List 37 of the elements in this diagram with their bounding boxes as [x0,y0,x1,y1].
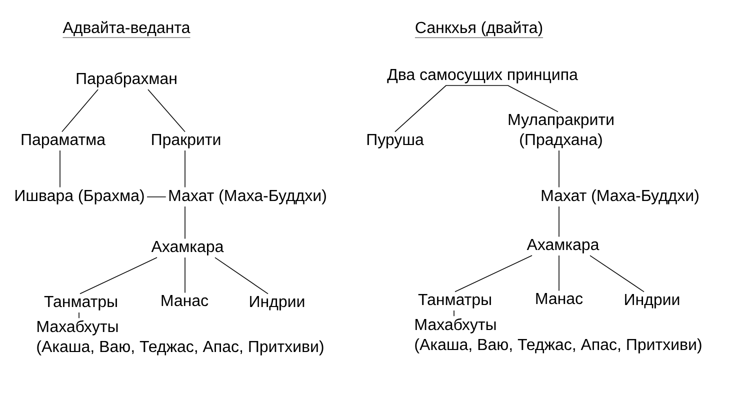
connector-line [394,85,478,132]
concept-text: Индрии [250,296,304,310]
connector-line [558,206,560,238]
concept-text: Парабрахман [76,72,176,88]
connector-line [214,257,268,294]
concept-text: Танматры [418,294,491,308]
connector-line [590,255,644,292]
connector-line [454,255,532,292]
connector-line [558,255,560,292]
concept-text: Манас [162,295,208,306]
concept-text: Махабхуты (Акаша, Ваю, Теджас, Апас, Притхиви) [37,320,324,356]
connector-line [184,150,186,188]
concept-text: Индрии [625,294,680,308]
connector-line [558,150,560,188]
heading: Адвайта-веданта [62,21,190,38]
connector-line [184,257,186,294]
connector-line [148,89,186,132]
connector-line [62,89,98,132]
concept-text: Танматры [44,296,117,310]
concept-text: Ишвара (Брахма) [16,189,144,204]
concept-text: Манас [536,293,583,304]
concept-text: Параматма [22,134,106,148]
concept-text: Пракрити [152,134,220,148]
connector-line [184,206,186,240]
connector-line [78,312,80,318]
connector-line [146,196,166,198]
concept-text: Пуруша [367,134,424,148]
concept-text: Махат (Маха-Буддхи) [169,189,326,204]
concept-text: Махабхуты (Акаша, Ваю, Теджас, Апас, Притхиви) [415,318,702,354]
concept-text: Ахамкара [151,241,224,256]
connector-line [80,257,158,294]
heading: Санкхья (двайта) [414,21,544,38]
concept-text: Два самосущих принципа [387,69,578,84]
concept-text: Мулапракрити (Прадхана) [508,114,614,148]
connector-line [476,85,558,112]
concept-text: Махат (Маха-Буддхи) [542,189,698,204]
concept-text: Ахамкара [526,239,600,254]
